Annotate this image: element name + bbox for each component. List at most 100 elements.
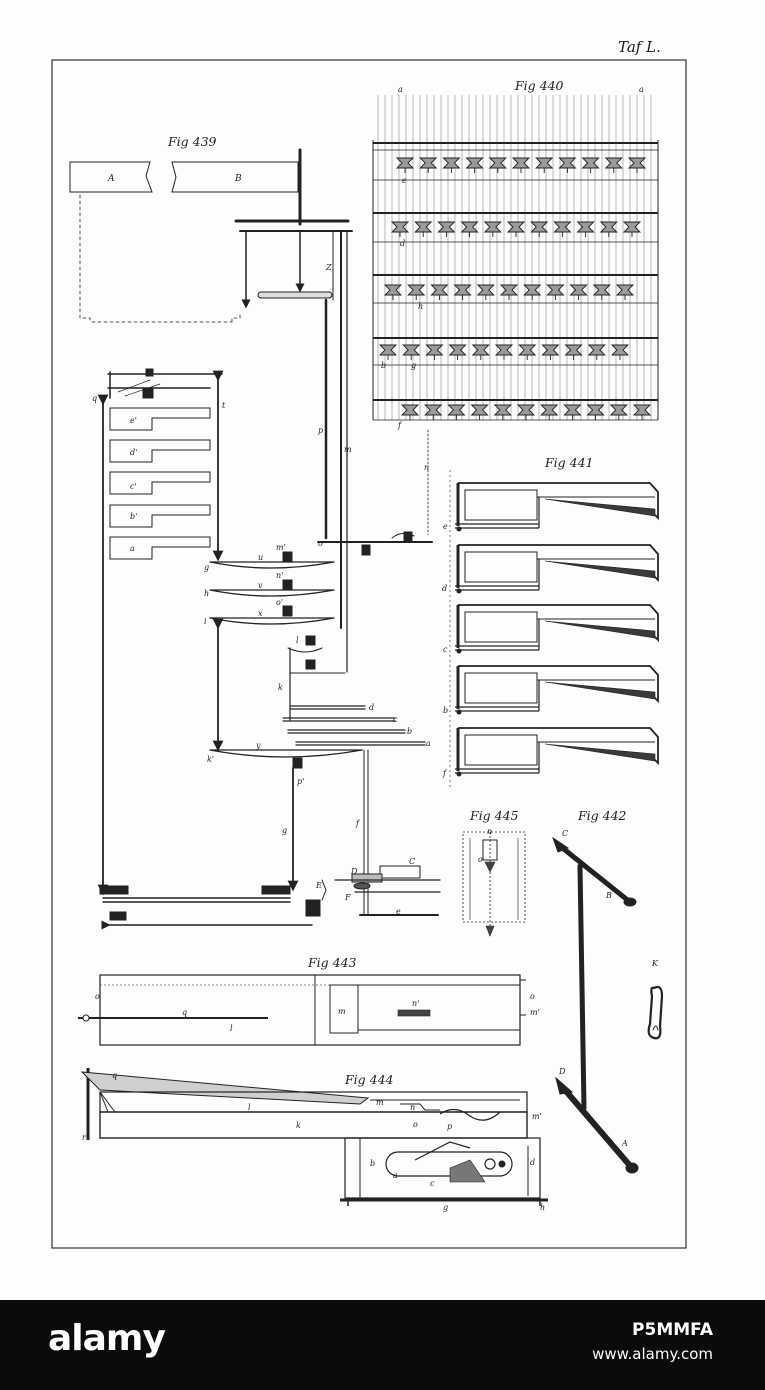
hook <box>470 404 489 420</box>
hook <box>546 284 565 300</box>
hook <box>414 221 433 237</box>
hook <box>569 284 588 300</box>
fig439-part-label: p <box>318 426 323 435</box>
hook <box>494 344 514 360</box>
hook <box>448 344 467 360</box>
fig439-part-label: e <box>396 907 401 916</box>
hook <box>586 404 605 420</box>
fig-441-part-labels: e d c b f <box>442 522 448 778</box>
fig441-part-label: d <box>442 584 447 593</box>
fig444-part-label: n <box>410 1103 415 1112</box>
fig439-part-label: a <box>130 544 135 553</box>
fig439-part-label: y <box>255 741 261 750</box>
hook <box>453 284 472 300</box>
fig440-part-label: e <box>402 176 407 185</box>
fig-441-drawing <box>449 470 660 790</box>
fig439-part-label: t <box>222 401 226 410</box>
fig445-part-label: n <box>487 827 492 836</box>
fig439-part-label: m' <box>276 543 286 552</box>
fig439-part-label: f <box>355 819 361 828</box>
fig444-part-label: g <box>443 1203 448 1212</box>
fig439-part-label: c' <box>130 482 137 491</box>
fig439-part-label: D <box>350 867 358 876</box>
fig-439-drawing <box>69 148 441 930</box>
fig439-part-label: h <box>204 589 209 598</box>
hook <box>407 284 426 300</box>
fig439-part-label: A <box>107 174 115 184</box>
fig-444-drawing <box>80 1068 548 1206</box>
fig439-part-label: o' <box>276 598 283 607</box>
fig439-part-label: B <box>234 174 242 184</box>
fig-440-part-labels: a a e d h b g f <box>381 85 644 430</box>
hook <box>395 157 415 173</box>
hook <box>516 404 536 420</box>
fig444-part-label: m <box>376 1098 384 1107</box>
fig440-part-label: f <box>397 421 403 430</box>
hook <box>378 344 398 360</box>
fig-444-label: Fig 444 <box>344 1072 394 1087</box>
fig440-part-label: g <box>411 361 416 370</box>
fig-440-label: Fig 440 <box>514 78 564 93</box>
fig439-part-label: g <box>204 563 209 572</box>
fig445-part-label: o <box>478 855 483 864</box>
hook <box>460 221 479 237</box>
fig439-part-label: n <box>424 463 429 472</box>
latch-frame <box>453 726 660 778</box>
hook <box>564 344 583 360</box>
fig440-part-label: b <box>381 361 386 370</box>
fig439-part-label: l <box>296 636 299 645</box>
fig439-part-label: n' <box>276 571 283 580</box>
hook <box>535 157 554 173</box>
plate-border <box>51 59 687 1249</box>
latch-frame <box>453 543 660 595</box>
fig439-part-label: F <box>344 893 351 902</box>
fig444-part-label: c <box>430 1179 435 1188</box>
hook <box>437 221 456 237</box>
hook <box>465 157 484 173</box>
hook <box>540 404 559 420</box>
fig444-part-label: q <box>112 1071 117 1080</box>
fig439-part-label: d' <box>130 448 137 457</box>
plate-title: Taf L. <box>618 38 661 56</box>
block-a <box>69 161 153 193</box>
fig-439-part-labels: A B Z p m n t q e' d' c' b' a u m' v n' … <box>92 174 431 916</box>
hook <box>587 344 606 360</box>
fig442-part-label: D <box>558 1067 566 1076</box>
hook <box>506 221 526 237</box>
fig439-part-label: d <box>369 703 374 712</box>
fig444-part-label: m' <box>532 1112 542 1121</box>
fig439-part-label: p' <box>297 777 304 786</box>
hook <box>390 221 410 237</box>
fig439-part-label: i <box>204 617 207 626</box>
fig443-part-label: l <box>230 1024 233 1033</box>
fig441-part-label: c <box>443 645 448 654</box>
hook <box>615 284 635 300</box>
fig439-part-label: e' <box>130 416 137 425</box>
fig444-part-label: b <box>370 1159 375 1168</box>
hook <box>447 404 466 420</box>
hook <box>592 284 611 300</box>
hook <box>499 284 519 300</box>
fig-443-part-labels: o q l m n' o m' <box>95 992 540 1033</box>
fig439-part-label: E <box>315 881 322 890</box>
fig443-part-label: n' <box>412 999 419 1008</box>
fig439-part-label: o <box>318 539 323 548</box>
hook <box>581 157 600 173</box>
engraved-plate: Taf L. Fig 439 Fig 440 Fig 441 Fig 445 F… <box>51 38 687 1249</box>
hook <box>530 221 549 237</box>
hook <box>442 157 461 173</box>
fig439-part-label: m <box>344 445 352 454</box>
fig442-part-label: C <box>562 829 568 838</box>
fig444-part-label: d <box>530 1158 535 1167</box>
hook <box>599 221 618 237</box>
hook <box>471 344 490 360</box>
hook <box>400 404 420 420</box>
fig439-part-label: k' <box>207 755 214 764</box>
fig443-part-label: o <box>95 992 100 1001</box>
warp-threads <box>377 95 652 420</box>
fig-442-part-labels: C B K D A <box>558 829 659 1148</box>
fig-442-drawing <box>552 836 664 1174</box>
alamy-logo: alamy <box>48 1318 166 1359</box>
fig441-part-label: f <box>442 769 448 778</box>
site-url: www.alamy.com <box>592 1345 713 1363</box>
